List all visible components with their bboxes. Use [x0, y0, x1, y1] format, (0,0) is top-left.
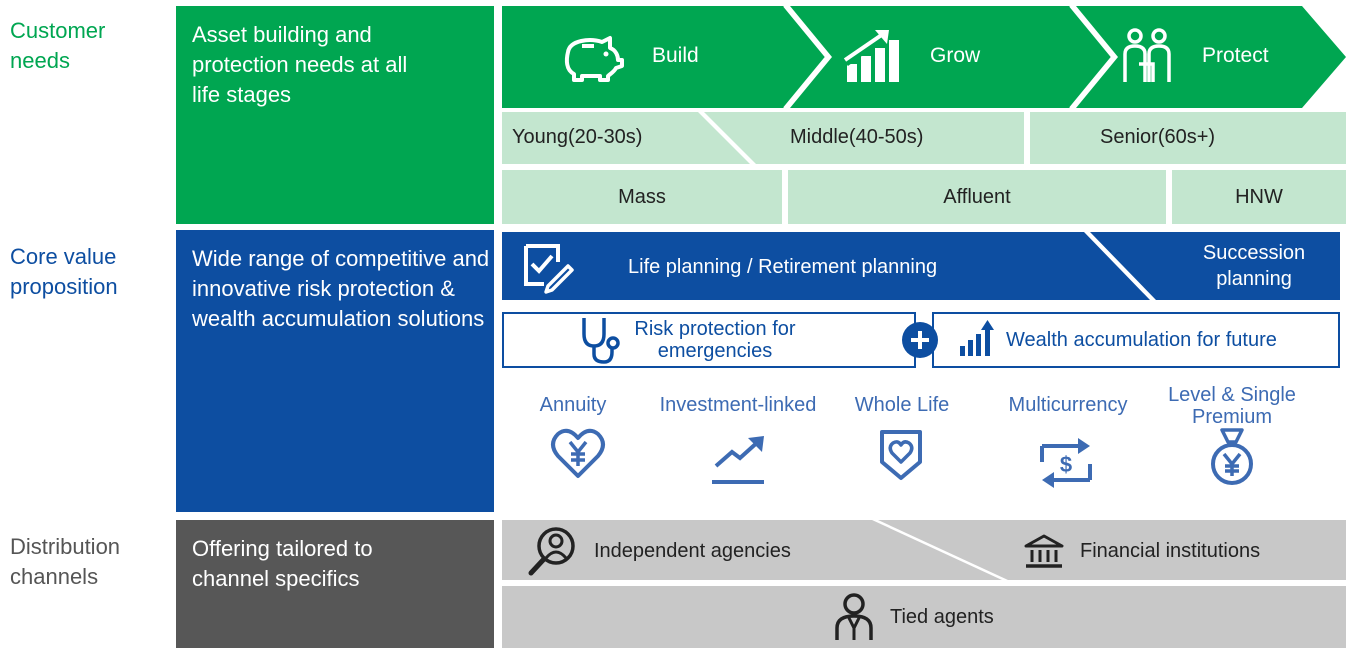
customer-needs-box: Asset building and protection needs at a…: [176, 6, 494, 224]
risk-protection-label: Risk protection for emergencies: [634, 318, 796, 362]
family-icon: [1123, 28, 1171, 82]
grow-chevron: [790, 6, 1112, 108]
stage-grow-label: Grow: [930, 44, 981, 67]
risk-protection-box: [502, 312, 916, 368]
search-person-icon: [528, 527, 575, 576]
core-value-box: Wide range of competitive and innovative…: [176, 230, 494, 512]
tied-agents-band: [502, 586, 1346, 648]
svg-text:$: $: [1060, 452, 1072, 477]
channel-independent-label: Independent agencies: [594, 540, 791, 562]
wealth-accumulation-box: [932, 312, 1340, 368]
distribution-box: Offering tailored to channel specifics: [176, 520, 494, 648]
distribution-description: Offering tailored to channel specifics: [192, 536, 373, 591]
age-middle: Middle(40-50s): [790, 126, 924, 148]
core-value-description: Wide range of competitive and innovative…: [192, 246, 490, 331]
build-chevron: [502, 6, 826, 108]
stage-chevrons: [502, 5, 1346, 109]
wealth-accumulation-label: Wealth accumulation for future: [1006, 329, 1277, 351]
stage-protect-label: Protect: [1202, 44, 1269, 67]
heart-shield-icon: [880, 430, 922, 480]
rising-bars-icon: [960, 320, 994, 356]
planning-band: [502, 232, 1340, 300]
age-senior: Senior(60s+): [1100, 126, 1216, 148]
trend-up-icon: [712, 436, 764, 484]
product-level-single-premium-label: Level & Single Premium: [1168, 384, 1296, 428]
piggy-bank-icon: [564, 36, 624, 82]
product-annuity-label: Annuity: [539, 394, 607, 416]
segment-mass: Mass: [502, 170, 782, 224]
segment-affluent: Affluent: [788, 170, 1166, 224]
plus-icon: [902, 322, 938, 358]
age-young: Young(20-30s): [512, 126, 643, 148]
segment-hnw: HNW: [1172, 170, 1346, 224]
heart-yen-icon: [551, 428, 605, 478]
stage-build-label: Build: [652, 44, 699, 67]
core-value-label: Core value proposition: [10, 244, 118, 299]
product-investment-linked-label: Investment-linked: [659, 394, 817, 416]
customer-needs-label: Customer needs: [10, 18, 106, 73]
distribution-channels-label: Distribution channels: [10, 534, 121, 589]
customer-needs-description: Asset building and protection needs at a…: [192, 22, 408, 107]
stethoscope-icon: [582, 318, 620, 364]
age-group-band: [502, 112, 1346, 164]
protect-chevron: [1076, 6, 1346, 108]
channel-tied-label: Tied agents: [890, 606, 994, 628]
yen-bag-icon: [1211, 428, 1253, 485]
bank-building-icon: [1024, 534, 1064, 568]
product-whole-life-label: Whole Life: [854, 394, 950, 416]
channel-band: [502, 520, 1346, 580]
growth-chart-icon: [842, 30, 899, 82]
succession-planning-label: Succession planning: [1202, 242, 1306, 290]
product-multicurrency-label: Multicurrency: [1008, 394, 1128, 416]
channel-financial-label: Financial institutions: [1080, 540, 1261, 562]
currency-exchange-icon: $: [1040, 438, 1092, 488]
agent-person-icon: [835, 593, 873, 640]
checklist-icon: [524, 244, 574, 294]
life-planning-label: Life planning / Retirement planning: [628, 256, 938, 278]
